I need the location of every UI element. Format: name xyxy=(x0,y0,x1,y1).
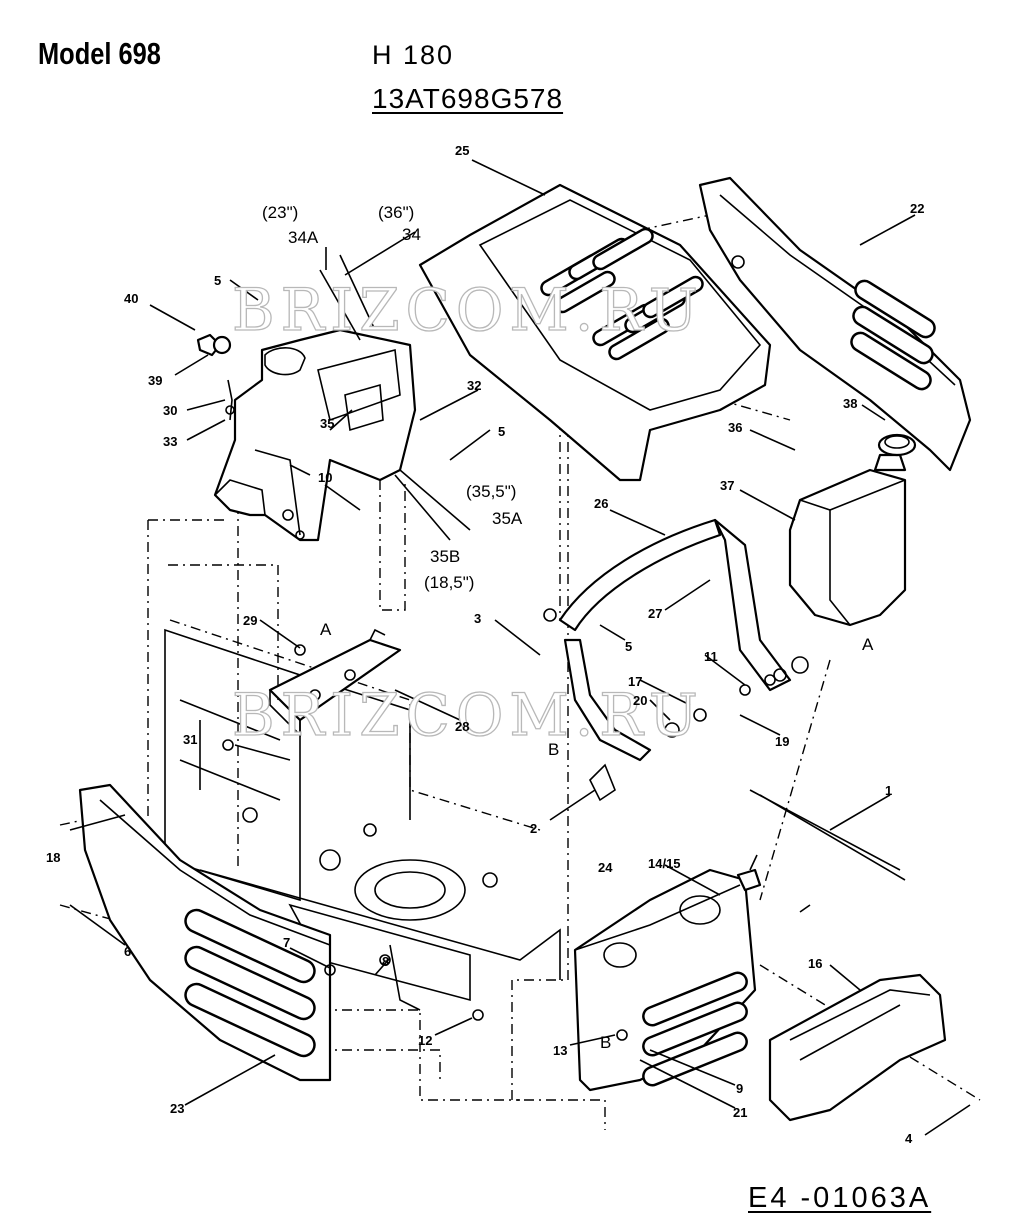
right-side-panel-24 xyxy=(573,868,757,1092)
callout-14-15: 14/15 xyxy=(648,856,681,871)
ref-a-tank: A xyxy=(862,635,874,654)
callout-20: 20 xyxy=(633,693,647,708)
callout-3: 3 xyxy=(474,611,481,626)
callout-26: 26 xyxy=(594,496,608,511)
callout-19: 19 xyxy=(775,734,789,749)
ref-a-bracket: A xyxy=(320,620,332,639)
watermark-top: BRIZCOM.RU xyxy=(232,276,704,344)
fuel-tank-37 xyxy=(788,433,917,627)
length-18-5: (18,5") xyxy=(424,573,474,592)
length-35-5: (35,5") xyxy=(466,482,516,501)
callout-29: 29 xyxy=(243,613,257,628)
callout-30: 30 xyxy=(163,403,177,418)
callout-37: 37 xyxy=(720,478,734,493)
model-title: Model 698 xyxy=(38,36,161,71)
bumper-16 xyxy=(768,973,947,1122)
callout-36: 36 xyxy=(728,420,742,435)
callout-1: 1 xyxy=(885,783,892,798)
callout-17: 17 xyxy=(628,674,642,689)
hardware xyxy=(196,254,906,1041)
callout-28: 28 xyxy=(455,719,469,734)
callout-7: 7 xyxy=(283,935,290,950)
bracket-28 xyxy=(268,628,402,737)
callout-10: 10 xyxy=(318,470,332,485)
callout-34: 34 xyxy=(402,225,421,244)
steering-frame-26 xyxy=(543,518,809,802)
callout-21: 21 xyxy=(733,1105,747,1120)
callout-40: 40 xyxy=(124,291,138,306)
callout-5-top: 5 xyxy=(214,273,221,288)
ref-b-panel: B xyxy=(600,1033,611,1052)
callout-39: 39 xyxy=(148,373,162,388)
callout-25: 25 xyxy=(455,143,469,158)
dashboard-console xyxy=(213,328,417,542)
diagram-code: E4 -01063A xyxy=(748,1182,932,1214)
callout-labels: 25 22 (23") (36") 34A 34 5 40 39 30 33 3… xyxy=(46,143,924,1146)
callout-11: 11 xyxy=(704,649,718,664)
callout-22: 22 xyxy=(910,201,924,216)
callout-6: 6 xyxy=(124,944,131,959)
callout-2: 2 xyxy=(530,821,537,836)
callout-24: 24 xyxy=(598,860,613,875)
callout-5-mid: 5 xyxy=(498,424,505,439)
ref-b-frame: B xyxy=(548,740,559,759)
chassis-frame xyxy=(164,619,561,1011)
length-36: (36") xyxy=(378,203,414,222)
callout-18: 18 xyxy=(46,850,60,865)
callout-8: 8 xyxy=(382,954,389,969)
callout-35b: 35B xyxy=(430,547,460,566)
callout-27: 27 xyxy=(648,606,662,621)
leader-lines xyxy=(69,159,971,1136)
callout-9: 9 xyxy=(736,1081,743,1096)
callout-33: 33 xyxy=(163,434,177,449)
callout-12: 12 xyxy=(418,1033,432,1048)
watermark-middle: BRIZCOM.RU xyxy=(232,681,704,749)
part-number: 13AT698G578 xyxy=(372,83,564,114)
left-side-panel-23 xyxy=(78,783,332,1082)
hood-25 xyxy=(418,183,772,482)
series-label: H 180 xyxy=(372,40,455,70)
callout-16: 16 xyxy=(808,956,822,971)
callout-34a: 34A xyxy=(288,228,319,247)
callout-38: 38 xyxy=(843,396,857,411)
length-23: (23") xyxy=(262,203,298,222)
grille-panel-22 xyxy=(698,176,972,472)
callout-35: 35 xyxy=(320,416,334,431)
callout-4: 4 xyxy=(905,1131,913,1146)
callout-13: 13 xyxy=(553,1043,567,1058)
callout-35a: 35A xyxy=(492,509,523,528)
callout-23: 23 xyxy=(170,1101,184,1116)
callout-31: 31 xyxy=(183,732,197,747)
callout-5-low: 5 xyxy=(625,639,632,654)
callout-32: 32 xyxy=(467,378,481,393)
